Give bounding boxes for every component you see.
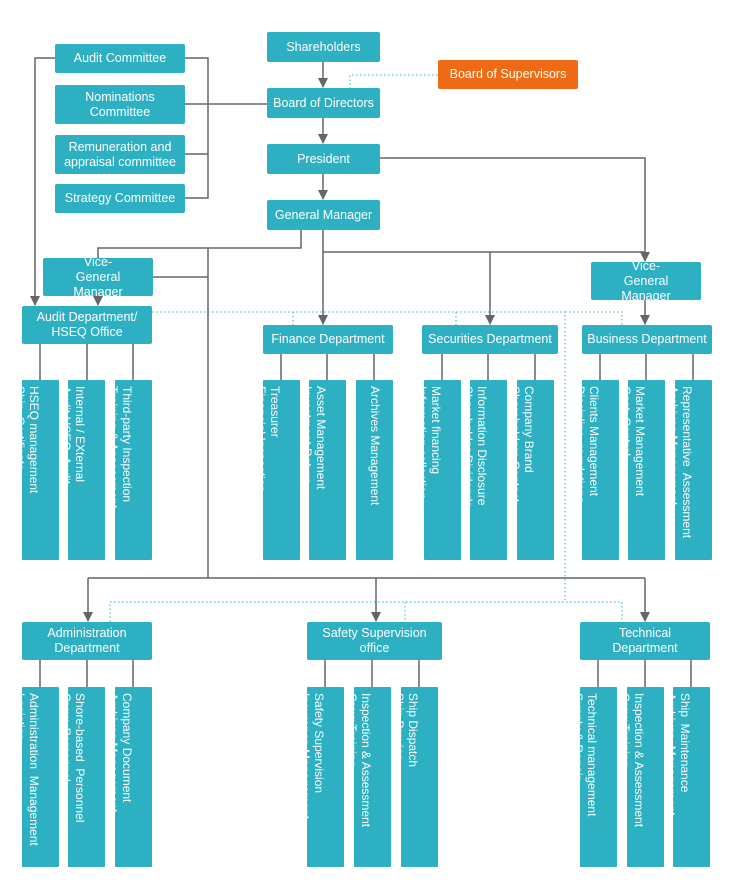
general-manager-box: General Manager (267, 200, 380, 230)
connector-line (185, 57, 209, 199)
safety-supervision-office-box: Safety Supervision office (307, 622, 442, 660)
finance-department-box: Finance Department (263, 325, 393, 354)
technical-department-box: Technical Department (580, 622, 710, 660)
administration-department-box: Administration Department (22, 622, 152, 660)
dotted-connector (565, 311, 623, 325)
finance-leaf: Archives Management (356, 380, 393, 560)
remuneration-committee-box: Remuneration and appraisal committee (55, 135, 185, 174)
dotted-connector (109, 601, 623, 622)
nominations-committee-box: Nominations Committee (55, 85, 185, 124)
connector-line (322, 230, 645, 253)
shareholders-box: Shareholders (267, 32, 380, 62)
connector-line (380, 157, 650, 262)
board-of-directors-box: Board of Directors (267, 88, 380, 118)
vice-general-manager-right-box: Vice-General Manager (591, 259, 701, 303)
audit-committee-box: Audit Committee (55, 44, 185, 73)
connector-line (97, 230, 302, 258)
board-of-supervisors-box: Board of Supervisors (438, 60, 578, 89)
securities-department-box: Securities Department (422, 325, 558, 354)
audit-department-box: Audit Department/ HSEQ Office (22, 306, 152, 344)
business-department-box: Business Department (582, 325, 712, 354)
strategy-committee-box: Strategy Committee (55, 184, 185, 213)
president-box: President (267, 144, 380, 174)
connector-line (30, 57, 55, 306)
vice-general-manager-left-box: Vice-General Manager (43, 255, 153, 299)
